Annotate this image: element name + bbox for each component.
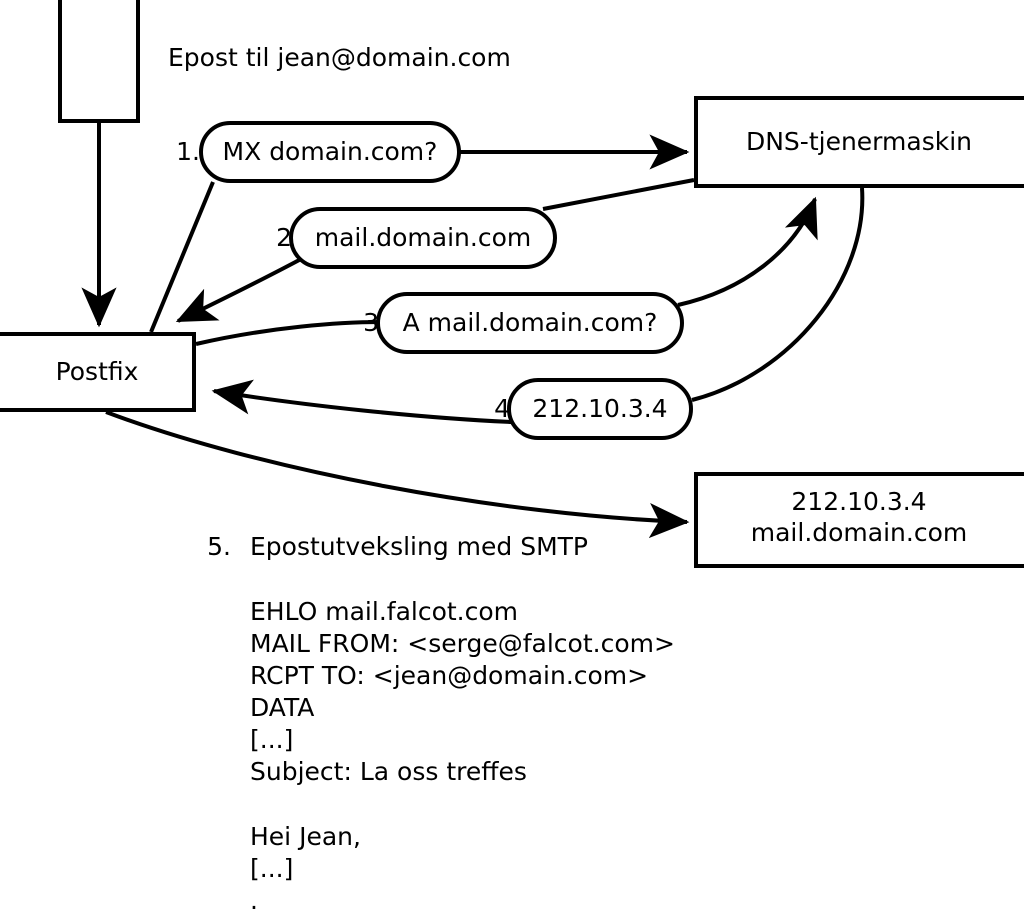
step-2-label: mail.domain.com — [315, 223, 531, 252]
node-mailserver-box — [694, 472, 1024, 568]
node-mailserver-label-host: mail.domain.com — [751, 518, 967, 547]
edge-step2-pill-to-postfix — [175, 256, 304, 323]
smtp-line: RCPT TO: <jean@domain.com> — [250, 661, 648, 690]
node-mailserver-label-ip: 212.10.3.4 — [791, 487, 926, 516]
smtp-line: Hei Jean, — [250, 822, 361, 851]
step-1-number: 1. — [176, 137, 200, 166]
edge-step5-postfix-to-mailserver — [105, 410, 690, 539]
node-client-box — [58, 0, 140, 123]
node-dns-box — [694, 96, 1024, 188]
step-3-label: A mail.domain.com? — [403, 308, 658, 337]
step-4-label: 212.10.3.4 — [532, 394, 667, 423]
step-5-label: Epostutveksling med SMTP — [250, 532, 588, 561]
edge-step4-dns-to-pill — [691, 187, 865, 402]
smtp-line: . — [250, 886, 258, 915]
smtp-line: MAIL FROM: <serge@falcot.com> — [250, 629, 675, 658]
smtp-line: [...] — [250, 725, 293, 754]
edge-step3-pill-to-dns — [677, 196, 818, 307]
edge-step3-postfix-to-pill — [195, 320, 382, 346]
edge-step4-pill-to-postfix — [211, 379, 513, 424]
node-postfix-label: Postfix — [56, 357, 139, 386]
step-1-pill — [199, 121, 461, 183]
step-1-label: MX domain.com? — [223, 137, 438, 166]
smtp-line: DATA — [250, 693, 314, 722]
smtp-line: Subject: La oss treffes — [250, 757, 527, 786]
page-title: Epost til jean@domain.com — [168, 43, 511, 72]
smtp-line: [...] — [250, 854, 293, 883]
edge-step1-postfix-to-pill — [149, 181, 215, 333]
node-dns-label: DNS-tjenermaskin — [746, 127, 972, 156]
smtp-transcript: EHLO mail.falcot.com MAIL FROM: <serge@f… — [250, 597, 675, 915]
smtp-line: EHLO mail.falcot.com — [250, 597, 518, 626]
step-5-number: 5. — [207, 532, 231, 561]
step-4-pill — [507, 378, 693, 440]
node-postfix-box — [0, 332, 196, 412]
step-2-pill — [289, 207, 557, 269]
edge-step2-dns-to-pill — [542, 178, 695, 211]
step-3-pill — [376, 292, 684, 354]
